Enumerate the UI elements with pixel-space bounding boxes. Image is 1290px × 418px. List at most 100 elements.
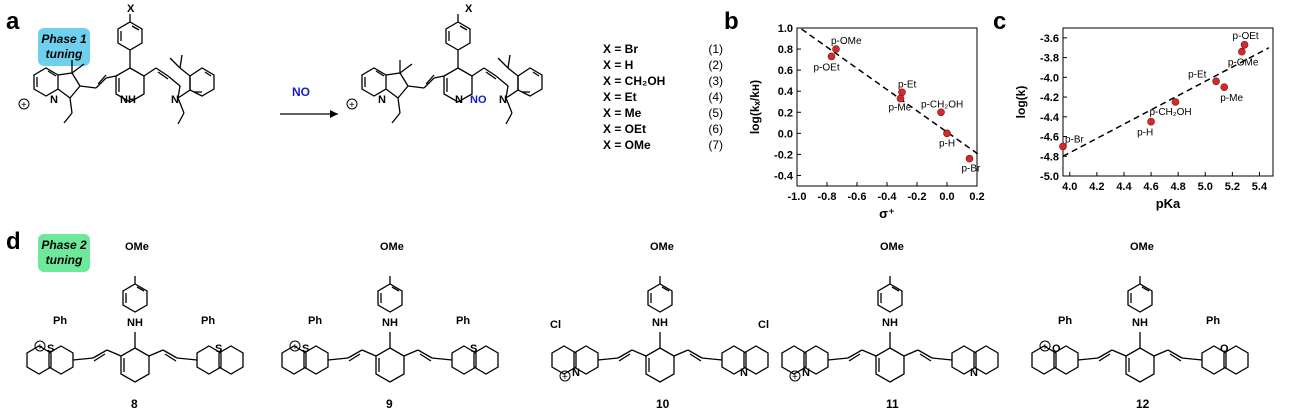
methine-bond bbox=[1181, 357, 1203, 361]
data-point bbox=[1059, 142, 1067, 151]
x-tick-label: -0.8 bbox=[818, 191, 837, 203]
methine-bond bbox=[431, 357, 453, 361]
substituent-row: X = OMe(7) bbox=[603, 138, 723, 154]
heterocycle-ring bbox=[721, 345, 747, 375]
substituent-text: X = OEt bbox=[603, 122, 647, 136]
product-plus: + bbox=[349, 100, 355, 111]
x-tick-label: -0.6 bbox=[848, 191, 867, 203]
n-label: N bbox=[740, 367, 748, 379]
substituent-row: X = Et (4) bbox=[603, 90, 723, 106]
methine-bond bbox=[931, 357, 953, 361]
n-label: N bbox=[802, 367, 810, 379]
point-label: p-OMe bbox=[1228, 58, 1259, 69]
product-n-right-label: N bbox=[499, 94, 507, 106]
x-tick-label: 4.8 bbox=[1171, 181, 1186, 193]
point-label: p-CH₂OH bbox=[1149, 107, 1191, 118]
substituent-number: (7) bbox=[708, 138, 723, 152]
phase-1-badge: Phase 1 tuning bbox=[38, 28, 90, 66]
y-tick-label: -3.6 bbox=[1040, 33, 1059, 45]
substituent-text: X = Et bbox=[603, 90, 637, 104]
substituent-row: X = Me(5) bbox=[603, 106, 723, 122]
phase-2-line2: tuning bbox=[45, 253, 83, 267]
heteroatom-label: S bbox=[47, 343, 54, 355]
substituent-number: (2) bbox=[708, 58, 723, 72]
data-point bbox=[1171, 98, 1180, 106]
fit-line bbox=[801, 28, 979, 156]
panel-letter-c: c bbox=[993, 8, 1007, 35]
ph-label: Ph bbox=[308, 315, 322, 327]
substituent-text: X = Br bbox=[603, 42, 639, 56]
product-no-label: NO bbox=[470, 94, 487, 106]
x-tick-label: 4.6 bbox=[1143, 181, 1158, 193]
fused-ring bbox=[1031, 345, 1057, 375]
data-point bbox=[1147, 117, 1155, 126]
reactant-n-right-label: N bbox=[171, 94, 179, 106]
x-tick-label: 4.4 bbox=[1116, 181, 1132, 193]
cyclohexene-core bbox=[617, 331, 703, 383]
fused-ring bbox=[1223, 345, 1249, 375]
substituent-row: X = OEt(6) bbox=[603, 122, 723, 138]
charge-plus: + bbox=[37, 342, 43, 353]
phase-1-line2: tuning bbox=[45, 47, 83, 61]
heterocycle-ring bbox=[303, 345, 329, 375]
ph-label: Ph bbox=[201, 315, 215, 327]
fused-ring bbox=[781, 345, 807, 375]
y-tick-label: -4.4 bbox=[1040, 112, 1060, 124]
point-label: p-Br bbox=[1065, 134, 1085, 145]
y-tick-label: 1.0 bbox=[778, 23, 793, 35]
charge-circle bbox=[34, 340, 46, 352]
point-label: p-Et bbox=[1188, 69, 1207, 80]
y-tick-label: -5.0 bbox=[1040, 171, 1059, 183]
fused-ring bbox=[551, 345, 577, 375]
y-axis-label: log(kₓ/kʜ) bbox=[748, 80, 762, 134]
x-tick-label: 5.2 bbox=[1225, 181, 1240, 193]
data-point bbox=[827, 52, 836, 61]
ph-label: Ph bbox=[1206, 315, 1220, 327]
x-tick-label: 4.0 bbox=[1062, 181, 1077, 193]
fused-ring bbox=[973, 345, 999, 375]
x-tick-label: -1.0 bbox=[788, 191, 807, 203]
panel-letter-a: a bbox=[6, 8, 20, 35]
phase-2-line1: Phase 2 bbox=[41, 238, 87, 252]
y-tick-label: -0.4 bbox=[774, 170, 794, 182]
reactant-x-label: X bbox=[127, 3, 135, 15]
point-label: p-OMe bbox=[831, 36, 862, 47]
plot-frame bbox=[1062, 27, 1274, 177]
data-point bbox=[1212, 77, 1220, 86]
nh-label: NH bbox=[382, 317, 398, 329]
phase-2-badge: Phase 2 tuning bbox=[38, 234, 90, 272]
y-tick-label: 0.0 bbox=[778, 128, 793, 140]
y-tick-label: -4.6 bbox=[1040, 132, 1059, 144]
methine-bond bbox=[1077, 357, 1099, 361]
heterocycle-ring bbox=[48, 345, 74, 375]
substituent-text: X = H bbox=[603, 58, 634, 72]
cyclohexene-core bbox=[347, 331, 433, 383]
anisole-ring bbox=[377, 275, 403, 313]
n-label: N bbox=[970, 367, 978, 379]
reaction-arrow-head bbox=[330, 110, 338, 118]
ome-label: OMe bbox=[650, 241, 674, 253]
y-tick-label: 0.8 bbox=[778, 44, 793, 56]
heteroatom-label: O bbox=[1220, 343, 1229, 355]
y-tick-label: -3.8 bbox=[1040, 53, 1059, 65]
data-point bbox=[965, 154, 974, 163]
ome-label: OMe bbox=[1130, 241, 1154, 253]
data-point bbox=[832, 45, 840, 53]
substituent-number: (4) bbox=[708, 90, 723, 104]
heterocycle-ring bbox=[1053, 345, 1079, 375]
ph-label: Ph bbox=[456, 315, 470, 327]
substituent-row: X = CH₂OH(3) bbox=[603, 74, 723, 90]
cyclohexene-core bbox=[92, 331, 178, 383]
point-label: p-CH₂OH bbox=[921, 99, 963, 110]
charge-circle bbox=[789, 370, 801, 382]
reactant-nh-label: NH bbox=[120, 94, 136, 106]
charge-plus: + bbox=[1042, 342, 1048, 353]
point-label: p-Br bbox=[962, 164, 982, 175]
methine-bond bbox=[176, 357, 198, 361]
heteroatom-label: S bbox=[470, 343, 477, 355]
fused-ring bbox=[218, 345, 244, 375]
